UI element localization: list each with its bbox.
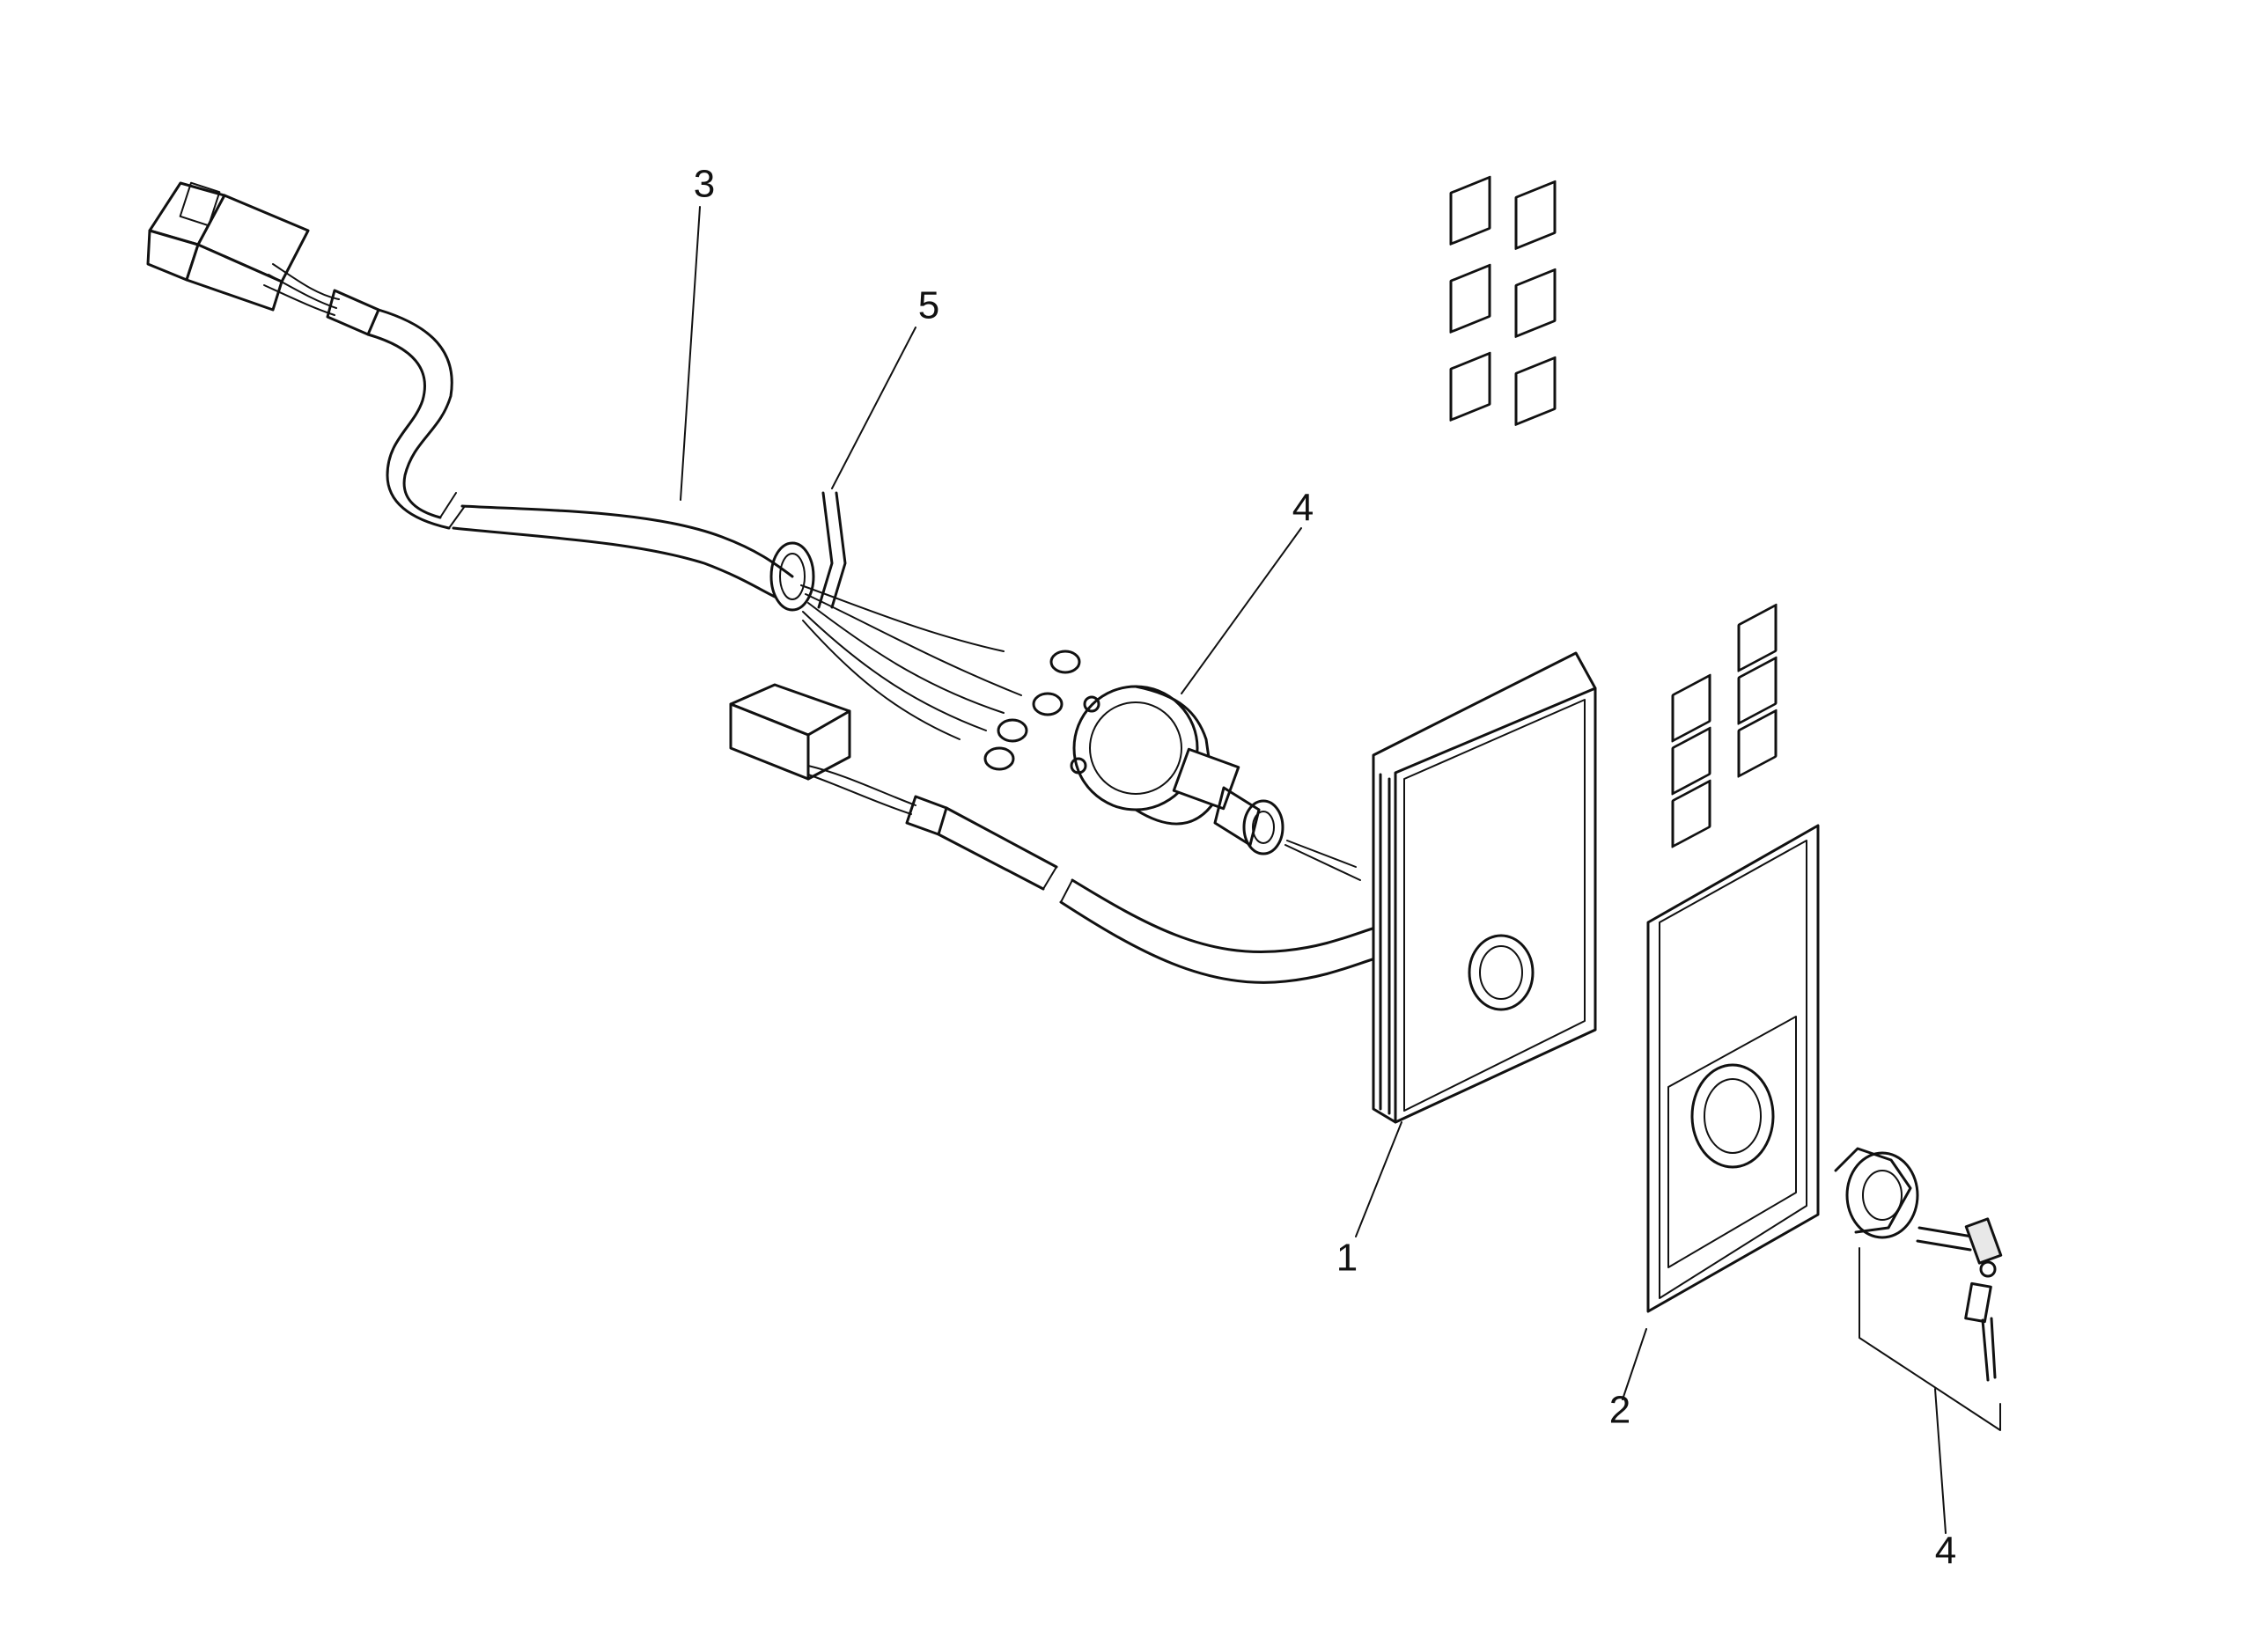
faceplate-switch-grid <box>1671 603 1778 848</box>
callout-part-3: 3 <box>694 163 715 206</box>
leader-4-bracket <box>1859 1247 2001 1431</box>
panel-switch-grid <box>1449 175 1557 426</box>
nut-icon <box>1834 1147 1919 1239</box>
leader-2 <box>1622 1328 1647 1400</box>
faceplate <box>1646 603 1820 1313</box>
callout-part-5: 5 <box>918 284 939 327</box>
upper-wiring-harness <box>146 181 1081 771</box>
leader-4-bottom <box>1934 1388 1947 1534</box>
callout-part-2: 2 <box>1609 1389 1630 1432</box>
leader-lines <box>680 206 2001 1534</box>
leader-4-switch <box>1286 840 1357 868</box>
leader-1 <box>1355 1121 1402 1237</box>
switch-icon <box>1070 685 1361 881</box>
control-panel <box>1372 175 1597 1124</box>
leader-3 <box>680 206 701 501</box>
connector-icon <box>729 683 851 781</box>
connector-icon <box>146 181 310 312</box>
leader-5 <box>831 327 916 489</box>
callout-labels: 3 5 4 1 2 4 <box>694 163 1956 1573</box>
callout-part-4-bottom: 4 <box>1935 1530 1956 1573</box>
callout-part-1: 1 <box>1336 1237 1358 1280</box>
key-icon <box>1916 1217 2003 1382</box>
lower-wiring-harness <box>729 683 1388 984</box>
callout-part-4-top: 4 <box>1292 487 1314 530</box>
leader-4-top <box>1181 527 1302 694</box>
